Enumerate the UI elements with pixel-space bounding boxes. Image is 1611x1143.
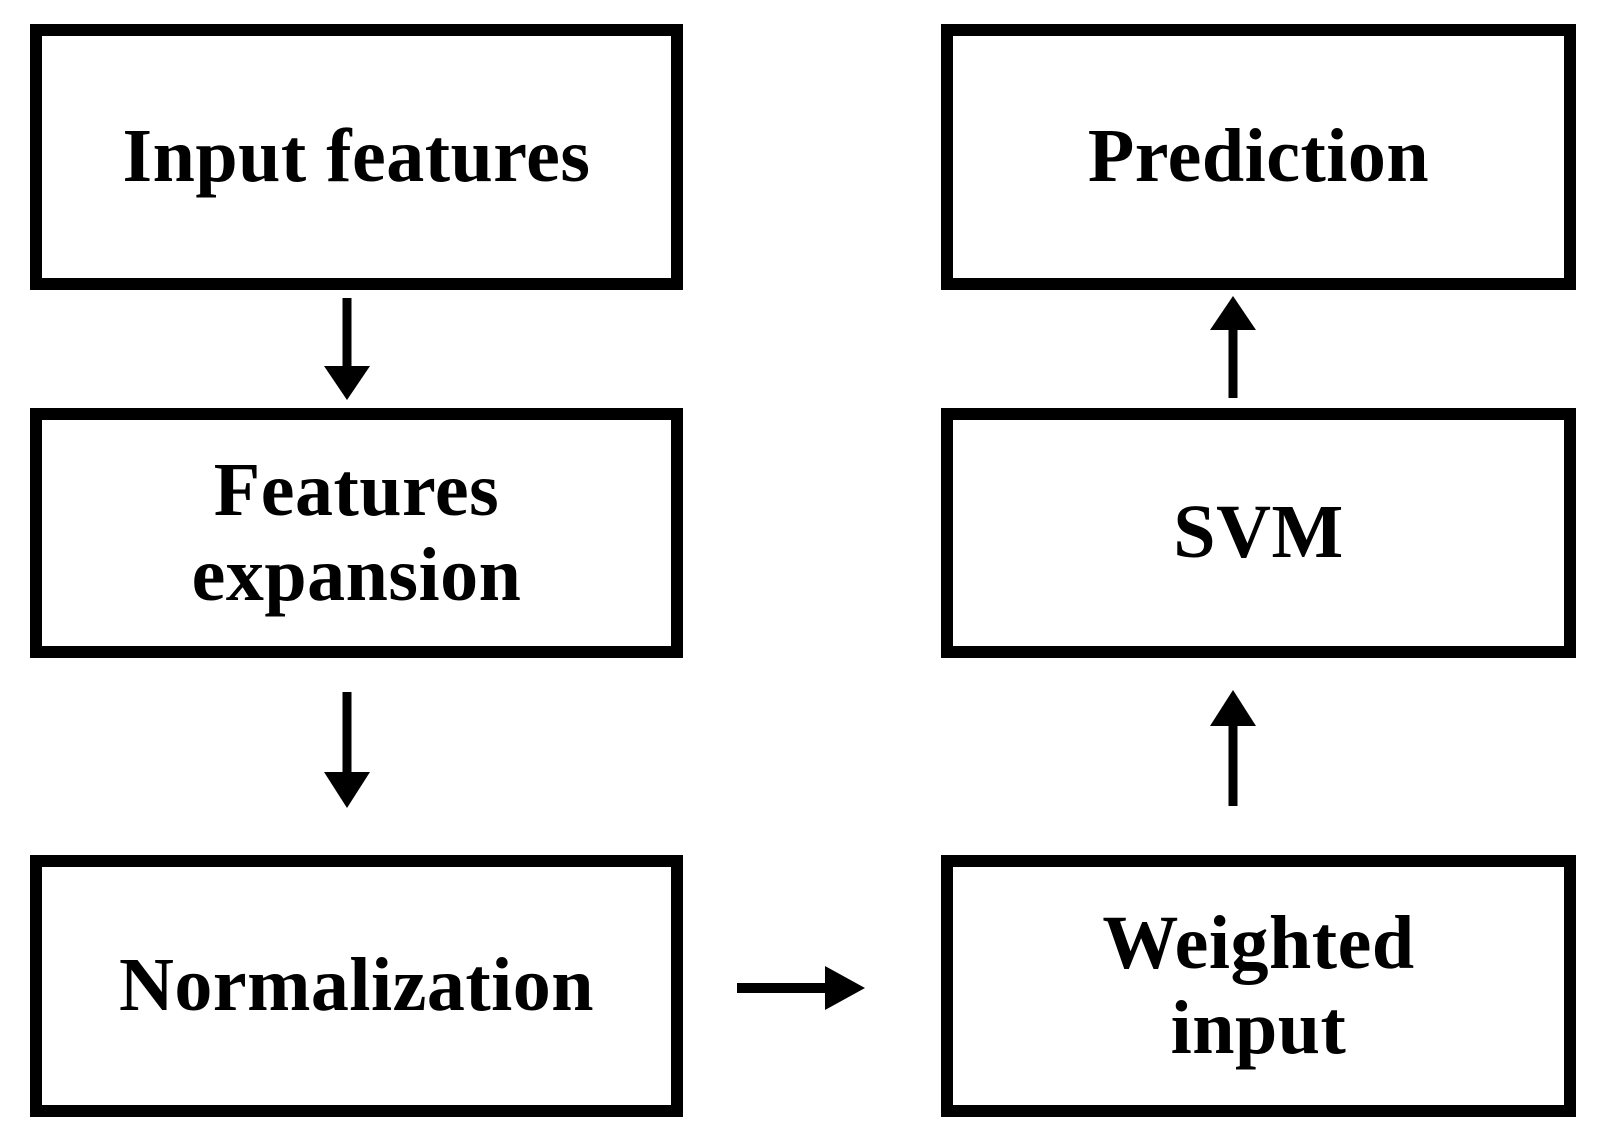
node-input-features[interactable]: Input features: [30, 24, 683, 290]
node-weighted-input-label: Weighted input: [1102, 900, 1415, 1070]
node-features-expansion[interactable]: Features expansion: [30, 408, 683, 658]
node-weighted-input[interactable]: Weighted input: [941, 855, 1576, 1117]
arrow-down-icon-expansion-to-normalization: [312, 690, 382, 808]
node-normalization-label: Normalization: [118, 943, 595, 1028]
arrow-right-icon-normalization-to-weighted: [735, 946, 865, 1030]
node-normalization[interactable]: Normalization: [30, 855, 683, 1117]
node-input-features-label: Input features: [122, 114, 591, 199]
arrow-up-icon-weighted-to-svm: [1198, 690, 1268, 808]
node-prediction[interactable]: Prediction: [941, 24, 1576, 290]
node-svm[interactable]: SVM: [941, 408, 1576, 658]
node-svm-label: SVM: [1173, 490, 1344, 575]
arrow-down-icon-input-to-expansion: [312, 296, 382, 400]
node-features-expansion-label: Features expansion: [191, 447, 522, 617]
arrow-up-icon-svm-to-prediction: [1198, 296, 1268, 400]
node-prediction-label: Prediction: [1087, 114, 1430, 199]
